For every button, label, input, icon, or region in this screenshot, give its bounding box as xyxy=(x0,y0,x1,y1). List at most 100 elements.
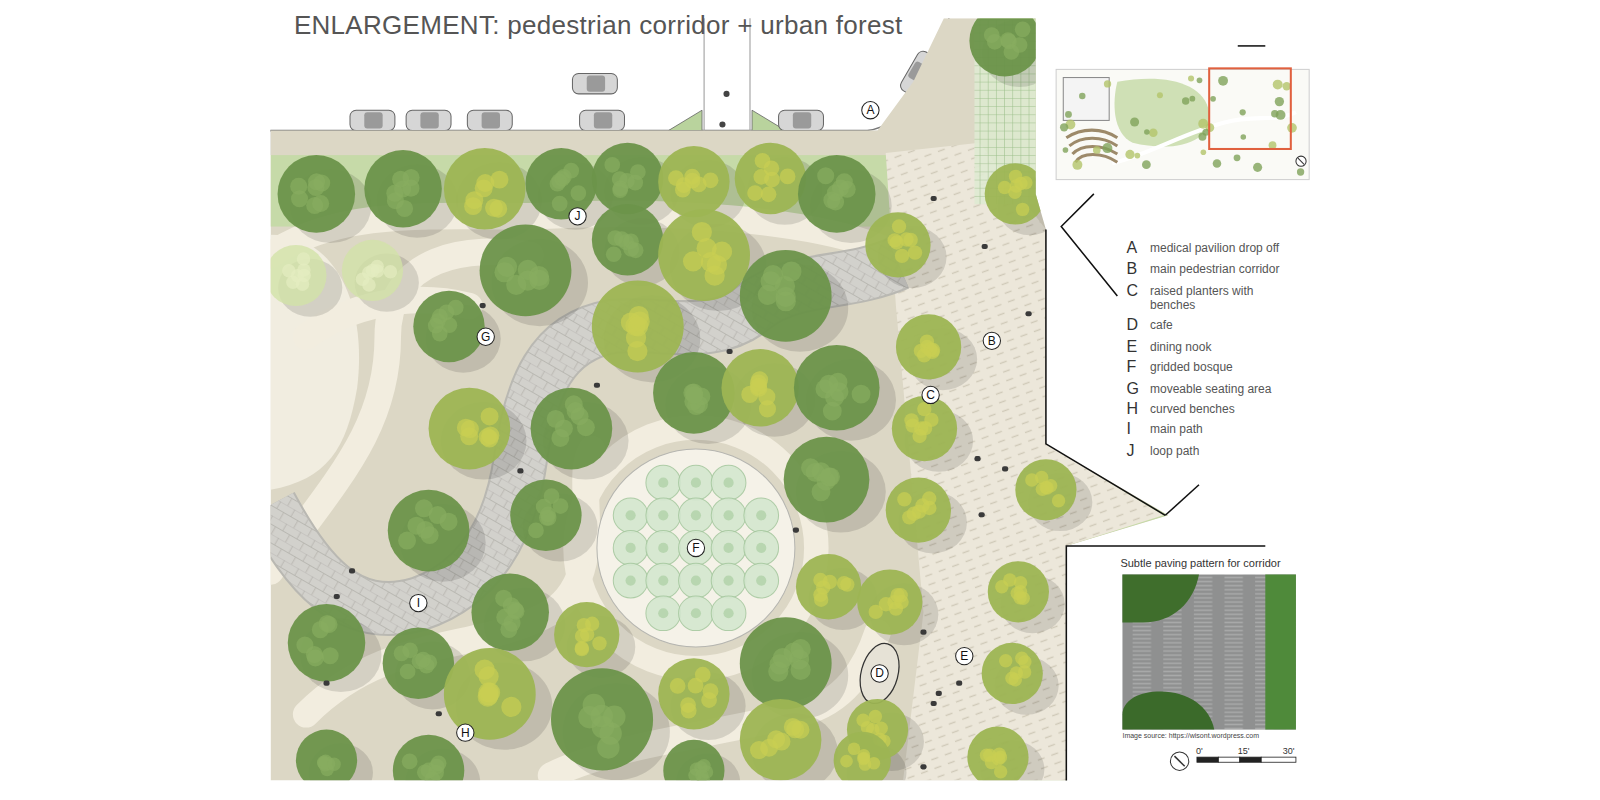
tree-highlight xyxy=(491,171,509,189)
person xyxy=(979,512,985,517)
tree-highlight xyxy=(371,264,384,277)
key-map-tree xyxy=(1275,97,1284,106)
tree-canopy xyxy=(784,437,870,523)
tree-highlight xyxy=(457,419,475,437)
tree-highlight xyxy=(820,468,839,487)
ground xyxy=(270,0,1188,800)
tree-highlight xyxy=(465,191,483,209)
tree-canopy xyxy=(288,604,366,682)
tree-highlight xyxy=(904,233,918,247)
person xyxy=(931,701,937,706)
bosque-tree-core xyxy=(658,608,668,618)
tree-highlight xyxy=(703,683,719,699)
callout-letter: J xyxy=(568,206,588,226)
bosque-tree xyxy=(679,498,714,533)
key-map-tree xyxy=(1142,160,1151,169)
photo-paving xyxy=(1122,574,1295,729)
tree-highlight xyxy=(819,375,838,394)
key-map-seating xyxy=(1066,130,1117,138)
key-map-tree xyxy=(1125,150,1134,159)
key-map-tree xyxy=(1130,118,1139,127)
tree-highlight xyxy=(392,171,409,188)
bosque-tree xyxy=(613,531,648,566)
key-description: raised planters with benches xyxy=(1150,284,1270,312)
tree-highlight xyxy=(501,697,521,717)
car-roof xyxy=(482,112,500,128)
tree-highlight xyxy=(431,755,447,771)
key-map-ground xyxy=(1056,69,1309,179)
tree-highlight xyxy=(680,697,696,713)
tree-highlight xyxy=(507,603,524,620)
tree-highlight xyxy=(1052,494,1065,507)
bosque-tree-core xyxy=(723,576,733,586)
key-map-tree xyxy=(1134,153,1140,159)
north-arrow xyxy=(1170,752,1188,770)
tree-canopy xyxy=(413,291,484,362)
car-body xyxy=(572,73,617,93)
person xyxy=(594,383,600,388)
plan-title: ENLARGEMENT: pedestrian corridor + urban… xyxy=(294,10,903,40)
tree-canopy xyxy=(383,628,454,699)
tree-canopy xyxy=(967,727,1028,788)
key-map-tree xyxy=(1282,82,1290,90)
bosque-tree-core xyxy=(756,510,766,520)
tree-highlight xyxy=(761,271,781,291)
key-description: dining nook xyxy=(1150,340,1329,354)
tree-highlight xyxy=(856,714,869,727)
person xyxy=(974,456,980,461)
tree-canopy xyxy=(429,388,511,470)
car-body xyxy=(467,110,512,130)
tree-canopy xyxy=(510,480,581,551)
car xyxy=(406,110,451,130)
tree-highlight xyxy=(776,291,796,311)
tree-highlight xyxy=(858,752,871,765)
bosque-tree xyxy=(711,596,746,631)
tree-canopy xyxy=(857,569,922,634)
cafe-kiosk xyxy=(854,639,905,708)
bosque-tree-core xyxy=(658,543,668,553)
tree-highlight xyxy=(912,429,926,443)
key-map-tree xyxy=(1063,147,1069,153)
tree-highlight xyxy=(994,765,1007,778)
tree-highlight xyxy=(781,261,801,281)
key-letter: H xyxy=(1127,401,1139,417)
photo-shrub xyxy=(1122,691,1214,729)
key-letter: F xyxy=(1127,359,1137,375)
tree-highlight xyxy=(590,705,612,727)
key-letter: D xyxy=(1127,317,1139,333)
tree-highlight xyxy=(1013,591,1026,604)
bosque-tree-core xyxy=(756,543,766,553)
photo-shrub xyxy=(1122,574,1199,622)
tree-highlight xyxy=(402,754,418,770)
key-description: loop path xyxy=(1150,444,1329,458)
callout-letter: C xyxy=(921,385,941,405)
bosque-tree-core xyxy=(658,510,668,520)
person xyxy=(982,244,988,249)
bosque-tree-core xyxy=(723,543,733,553)
key-map xyxy=(1056,68,1309,179)
tree-highlight xyxy=(823,402,842,421)
tree-highlight xyxy=(308,173,325,190)
car xyxy=(580,110,625,130)
person xyxy=(956,681,962,686)
tree-highlight xyxy=(1005,672,1018,685)
tree-highlight xyxy=(425,771,441,787)
tree-canopy xyxy=(892,396,957,461)
photo-lawn xyxy=(1265,574,1296,729)
tree-highlight xyxy=(801,458,820,477)
bosque-tree xyxy=(744,498,779,533)
key-map-tree xyxy=(1079,93,1085,99)
key-description: curved benches xyxy=(1150,402,1329,416)
tree-canopy xyxy=(798,155,876,233)
tree-highlight xyxy=(784,718,802,736)
key-letter: A xyxy=(1127,240,1138,256)
tree-highlight xyxy=(506,275,526,295)
tree-highlight xyxy=(480,682,500,702)
tree-highlight xyxy=(580,627,594,641)
bosque-tree-core xyxy=(723,478,733,488)
person xyxy=(349,568,355,573)
frame-line xyxy=(1238,45,1266,47)
bosque-tree xyxy=(711,531,746,566)
